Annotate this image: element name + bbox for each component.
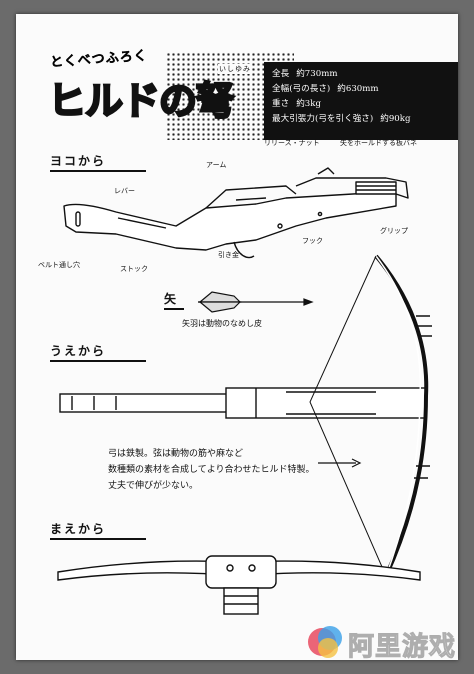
- note-line: 数種類の素材を合成してより合わせたヒルド特製。: [108, 465, 315, 475]
- label-grip: グリップ: [380, 227, 408, 235]
- spec-value: 約630mm: [337, 84, 379, 94]
- crossbow-side-view: [63, 167, 409, 259]
- section-arrow: 矢: [164, 290, 185, 310]
- label-stock: ストック: [120, 265, 148, 273]
- spec-value: 約3kg: [296, 99, 321, 109]
- spec-label: 全長: [272, 69, 290, 79]
- spec-label: 重さ: [272, 99, 290, 109]
- label-belt-hole: ベルト通し穴: [38, 261, 80, 269]
- spec-line: 最大引張力(弓を引く強さ) 約90kg: [272, 112, 458, 127]
- spec-label: 最大引張力(弓を引く強さ): [272, 114, 374, 124]
- spec-line: 全幅(弓の長さ) 約630mm: [272, 82, 458, 97]
- spec-value: 約730mm: [296, 69, 338, 79]
- bow-note: 弓は鉄製。弦は動物の筋や麻など 数種類の素材を合成してより合わせたヒルド特製。 …: [108, 446, 378, 494]
- watermark-text: 阿里游戏: [347, 632, 457, 663]
- watermark: 阿里游戏: [300, 620, 470, 664]
- title-ruby: いしゆみ: [218, 64, 252, 74]
- spec-box: 全長約730mm 全幅(弓の長さ) 約630mm 重さ約3kg 最大引張力(弓を引…: [264, 62, 458, 140]
- title-block: とくべつふろく ヒルドの弩 いしゆみ: [47, 48, 294, 140]
- page-title: ヒルドの弩: [47, 78, 236, 125]
- spec-line: 重さ約3kg: [272, 97, 458, 112]
- label-hook: フック: [302, 237, 323, 245]
- spec-line: 全長約730mm: [272, 67, 458, 82]
- note-line: 丈夫で伸びが少ない。: [108, 481, 199, 491]
- spec-value: 約90kg: [380, 114, 411, 124]
- label-arm: アーム: [206, 161, 227, 169]
- spec-label: 全幅(弓の長さ): [272, 84, 331, 94]
- section-front-view: まえから: [50, 520, 147, 540]
- section-side-view: ヨコから: [50, 152, 147, 172]
- label-release-nut: リリース・ナット: [264, 139, 320, 147]
- title-subtitle: とくべつふろく: [49, 48, 149, 71]
- arrow-drawing: [198, 291, 314, 313]
- watermark-logo-icon: [308, 626, 342, 658]
- section-top-view: うえから: [50, 342, 147, 362]
- label-lever: レバー: [114, 187, 135, 195]
- manga-page: とくべつふろく ヒルドの弩 いしゆみ 全長約730mm 全幅(弓の長さ) 約630…: [16, 14, 458, 660]
- label-leaf-spring: 矢をホールドする板バネ: [340, 139, 417, 147]
- crossbow-front-view: [57, 555, 421, 615]
- label-fletching: 矢羽は動物のなめし皮: [182, 319, 262, 328]
- note-line: 弓は鉄製。弦は動物の筋や麻など: [108, 449, 244, 459]
- crossbow-top-view: [59, 254, 432, 577]
- label-trigger: 引き金: [218, 251, 239, 259]
- note-arrow-icon: [318, 458, 362, 468]
